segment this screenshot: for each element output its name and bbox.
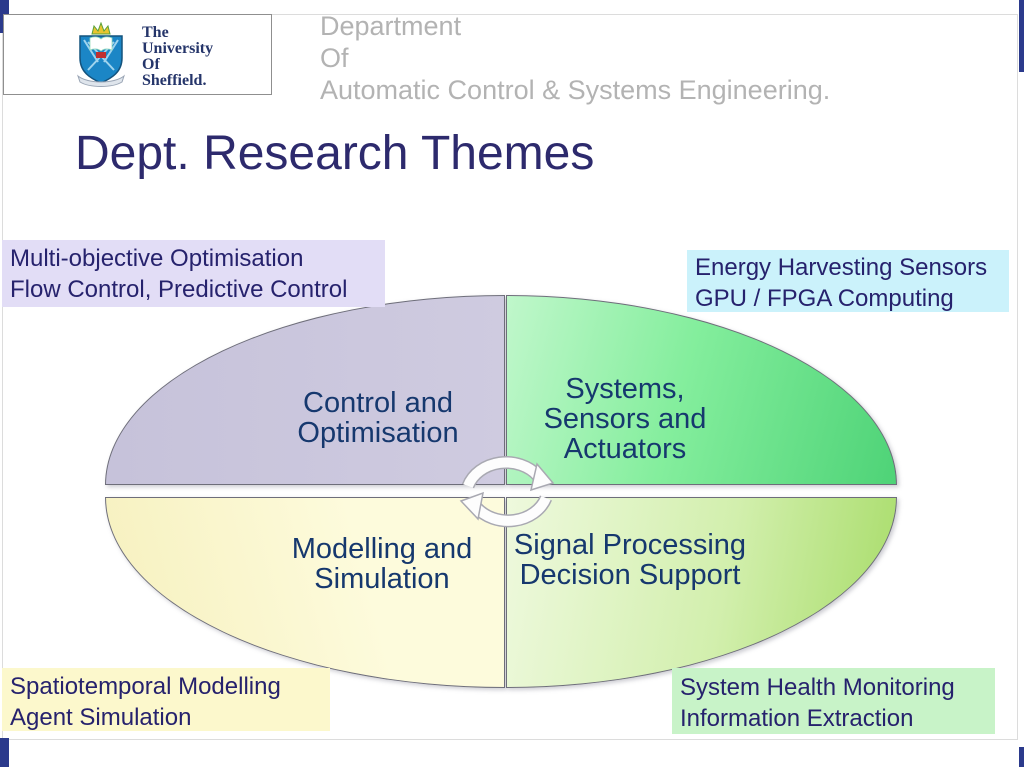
- corner-bar-bottom-right: [1019, 747, 1024, 767]
- callout-multi-objective: Multi-objective Optimisation Flow Contro…: [2, 240, 385, 307]
- callout-line: Agent Simulation: [10, 704, 192, 731]
- university-logo-box: The University Of Sheffield.: [3, 14, 272, 95]
- university-name: The University Of Sheffield.: [142, 25, 213, 89]
- callout-line: Flow Control, Predictive Control: [10, 276, 348, 303]
- quadrant-label-line: Systems,: [565, 373, 685, 405]
- quadrant-label-line: Decision Support: [519, 559, 741, 591]
- university-name-line: Sheffield.: [142, 72, 207, 89]
- callout-line: Multi-objective Optimisation: [10, 245, 304, 272]
- department-header-line: Of: [320, 43, 349, 73]
- callout-line: Energy Harvesting Sensors: [695, 254, 988, 281]
- callout-system-health: System Health Monitoring Information Ext…: [672, 668, 995, 734]
- quadrant-label-line: Signal Processing: [513, 529, 747, 561]
- university-name-line: The: [142, 24, 169, 41]
- department-header-line: Automatic Control & Systems Engineering.: [320, 75, 831, 105]
- quadrant-label-line: Control and: [303, 387, 453, 419]
- callout-energy-harvesting: Energy Harvesting Sensors GPU / FPGA Com…: [687, 250, 1009, 312]
- quadrant-label-systems-sensors: Systems, Sensors and Actuators: [544, 374, 707, 464]
- university-crest-icon: [76, 22, 126, 87]
- corner-bar-top-right: [1019, 0, 1024, 72]
- quadrant-label-line: Sensors and: [543, 403, 707, 435]
- university-name-line: University: [142, 40, 214, 57]
- callout-line: GPU / FPGA Computing: [695, 285, 954, 312]
- corner-bar-bottom-left: [0, 738, 9, 767]
- page-title: Dept. Research Themes: [75, 127, 595, 180]
- cycle-arrows-icon: [459, 455, 555, 528]
- callout-line: Information Extraction: [680, 705, 914, 732]
- quadrant-label-signal-processing: Signal Processing Decision Support: [514, 530, 746, 590]
- department-header: Department Of Automatic Control & System…: [320, 10, 830, 106]
- department-header-line: Department: [320, 11, 462, 41]
- quadrant-label-line: Actuators: [563, 433, 687, 465]
- university-name-line: Of: [142, 56, 160, 73]
- callout-line: System Health Monitoring: [680, 674, 955, 701]
- quadrant-label-line: Modelling and: [291, 533, 473, 565]
- callout-line: Spatiotemporal Modelling: [10, 673, 281, 700]
- quadrant-label-control-optimisation: Control and Optimisation: [297, 388, 458, 448]
- quadrant-label-line: Optimisation: [297, 417, 459, 449]
- quadrant-label-line: Simulation: [314, 563, 450, 595]
- quadrant-label-modelling-simulation: Modelling and Simulation: [292, 534, 473, 594]
- callout-spatiotemporal: Spatiotemporal Modelling Agent Simulatio…: [2, 668, 330, 731]
